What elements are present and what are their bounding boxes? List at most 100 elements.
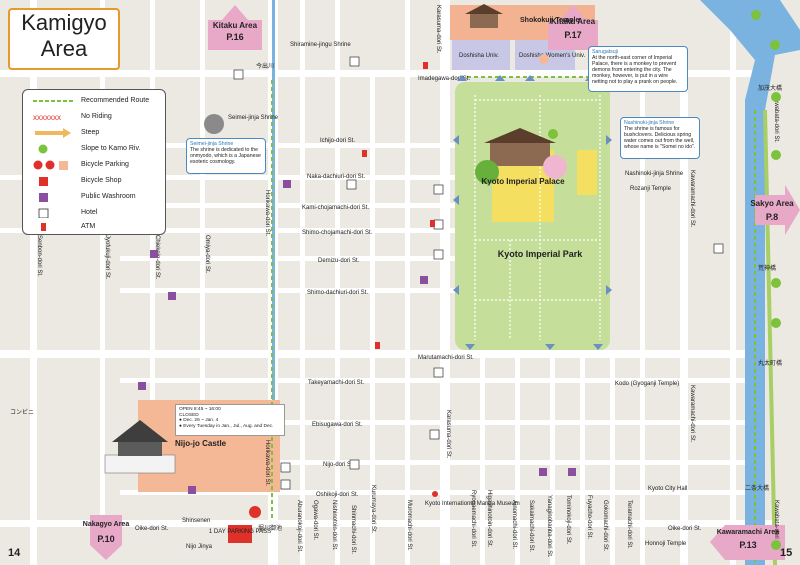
- svg-text:xxxxxxx: xxxxxxx: [33, 113, 61, 122]
- bicycle-shop-icon: [39, 177, 48, 186]
- street-label: Takeyamachi-dori St.: [308, 380, 364, 386]
- doshisha-women-univ-label: Doshisha Women's Univ.: [519, 53, 586, 59]
- sento-palace: [577, 150, 597, 195]
- area-link-sakyo[interactable]: Sakyo Area P.8: [750, 185, 800, 235]
- place-label: Shokokuji Temple: [520, 17, 579, 24]
- kodo-label: Kodo (Gyoganji Temple): [615, 381, 679, 387]
- area-link-page: P.8: [766, 212, 778, 222]
- street-label: Kawabata-dori St.: [773, 500, 779, 548]
- street-label: Kurumaya-dori St.: [370, 485, 376, 534]
- kamo-river-bank: [763, 109, 777, 565]
- area-link-kawaramachi[interactable]: Kawaramachi Area P.13: [710, 525, 785, 560]
- street-label: Senbon-dori St.: [36, 235, 42, 277]
- legend-row: Bicycle Parking: [23, 158, 167, 172]
- area-link-nakagyo[interactable]: Nakagyo Area P.10: [83, 515, 130, 560]
- street-label: Fuyacho-dori St.: [586, 495, 592, 539]
- street-label: Nijo-dori St.: [323, 462, 355, 468]
- north-south-street-labels: Senbon-dori St. Jyofukuji-dori St. Chiek…: [36, 5, 779, 558]
- hotel-icons: [233, 56, 724, 490]
- legend-label: Steep: [81, 129, 100, 136]
- street-label: Ebisugawa-dori St.: [312, 422, 363, 428]
- marutamachi-jp-label: 丸太町橋: [758, 359, 782, 367]
- shokokuji-temple[interactable]: Shokokuji Temple: [465, 4, 579, 28]
- nijo-jinya-label: Nijo Jinya: [186, 544, 213, 550]
- area-link-name: Sakyo Area: [750, 199, 794, 208]
- street-label: Yanaginobanba-dori St.: [546, 495, 552, 558]
- legend-label: Recommended Route: [81, 97, 150, 104]
- hours-closed-2: ● Every Tuesday in Jan., Jul., Aug. and …: [179, 423, 274, 429]
- imperial-palace[interactable]: Kyoto Imperial Palace: [475, 128, 567, 186]
- legend-row: Public Washroom: [23, 190, 167, 204]
- doshisha-univ-label: Doshisha Univ.: [459, 53, 499, 59]
- legend-label: Bicycle Shop: [81, 177, 122, 184]
- doshisha-univ-block: [452, 40, 510, 70]
- street-label: Shimo-dachiuri-dori St.: [307, 290, 368, 296]
- area-link-kitaku-right[interactable]: Kitaku Area P.17: [548, 5, 598, 50]
- area-link-name: Kawaramachi Area: [717, 529, 779, 536]
- shiramine-shrine-label: Shiramine-jingu Shrine: [290, 42, 351, 48]
- area-link-page: P.13: [739, 540, 756, 550]
- street-label: Kawabata-dori St.: [773, 95, 779, 143]
- street-label: Marutamachi-dori St.: [418, 355, 474, 361]
- atm-icons: [362, 62, 435, 349]
- legend-row: Recommended Route: [23, 94, 167, 108]
- street-label: Naka-dachiuri-dori St.: [307, 174, 365, 180]
- legend-row: Bicycle Shop: [23, 174, 167, 188]
- palace-label: Kyoto Imperial Palace: [481, 177, 565, 186]
- shinsenen-label: Shinsenen: [182, 518, 210, 524]
- nijo-castle-hours: OPEN 8:45 ~ 16:00 CLOSED ● Dec. 26 ~ Jan…: [175, 404, 285, 436]
- area-link-kitaku-top[interactable]: Kitaku Area P.16: [208, 5, 262, 50]
- legend-label: Hotel: [81, 209, 98, 216]
- atm-icon: [41, 223, 46, 231]
- parking-pass-label: 1 DAY PARKING PASS: [209, 529, 271, 535]
- imperial-park-label: Kyoto Imperial Park: [498, 249, 584, 259]
- legend-label: Slope to Kamo Riv.: [81, 145, 141, 152]
- city-hall-label: Kyoto City Hall: [648, 486, 687, 492]
- street-label: Kawaramachi-dori St.: [689, 385, 695, 443]
- street-label: Omiya-dori St.: [204, 235, 210, 274]
- nashinoki-label: Nashinoki-jinja Shrine: [625, 171, 684, 177]
- street-label: Kami-chojamachi-dori St.: [302, 205, 369, 211]
- horikawa-oike-jp-label: 堀川御池: [258, 524, 282, 532]
- street-label: Kawaramachi-dori St.: [689, 170, 695, 228]
- area-link-name: Nakagyo Area: [83, 521, 130, 528]
- street-label: Imadegawa-dori St.: [418, 76, 470, 82]
- area-link-name: Kitaku Area: [551, 17, 596, 26]
- street-label: Oike-dori St.: [668, 526, 702, 532]
- note-title: Seimei-jinja Shrine: [190, 141, 234, 147]
- no-riding-icon: xxxxxxx: [33, 113, 61, 122]
- street-label: Muromachi-dori St.: [406, 500, 412, 551]
- legend-label: Public Washroom: [81, 193, 136, 200]
- map-legend: Recommended Route xxxxxxx No Riding Stee…: [22, 89, 166, 235]
- parking-pass-badge[interactable]: 1 DAY PARKING PASS: [209, 525, 271, 543]
- slope-icons: [548, 10, 781, 550]
- kamo-bridge-jp-label: 加茂大橋: [758, 84, 782, 92]
- street-label: Ogawa-dori St.: [312, 500, 318, 540]
- place-label: Seimei-jinja Shrine: [228, 115, 279, 121]
- nijo-bridge-jp-label: 二条大橋: [745, 484, 769, 492]
- east-west-street-labels: Imadegawa-dori St. Ichijo-dori St. Naka-…: [135, 76, 702, 532]
- washroom-icons: [138, 180, 576, 494]
- kamo-river: [700, 0, 800, 565]
- sarugatsuji-note: Sarugatsuji At the north-east corner of …: [588, 46, 688, 92]
- seimei-note: Seimei-jinja Shrine The shrine is dedica…: [186, 138, 266, 174]
- convenience-label: コンビニ: [10, 408, 34, 416]
- note-body: At the north-east corner of Imperial Pal…: [592, 55, 678, 85]
- bicycle-parking-icon: [33, 160, 68, 170]
- legend-row: xxxxxxx No Riding: [23, 110, 167, 124]
- bicycle-parking-icons: [249, 54, 549, 518]
- street-label: Aburanokoji-dori St.: [296, 500, 302, 553]
- page-number-left: 14: [8, 547, 21, 559]
- legend-label: No Riding: [81, 113, 112, 120]
- seimei-shrine[interactable]: Seimei-jinja Shrine: [204, 114, 279, 134]
- nijo-castle[interactable]: Nijo-jo Castle: [104, 420, 227, 474]
- note-body: The shrine is dedicated to the onmyodo, …: [190, 147, 261, 165]
- hours-closed: CLOSED: [179, 412, 199, 418]
- hotel-icon: [38, 208, 49, 218]
- honnoji-label: Honnoji Temple: [645, 541, 687, 547]
- page-number-right: 15: [780, 547, 793, 559]
- legend-row: ATM: [23, 220, 167, 234]
- legend-label: Bicycle Parking: [81, 161, 129, 168]
- place-label: Nijo-jo Castle: [175, 439, 227, 448]
- street-label: Ichijo-dori St.: [320, 138, 355, 144]
